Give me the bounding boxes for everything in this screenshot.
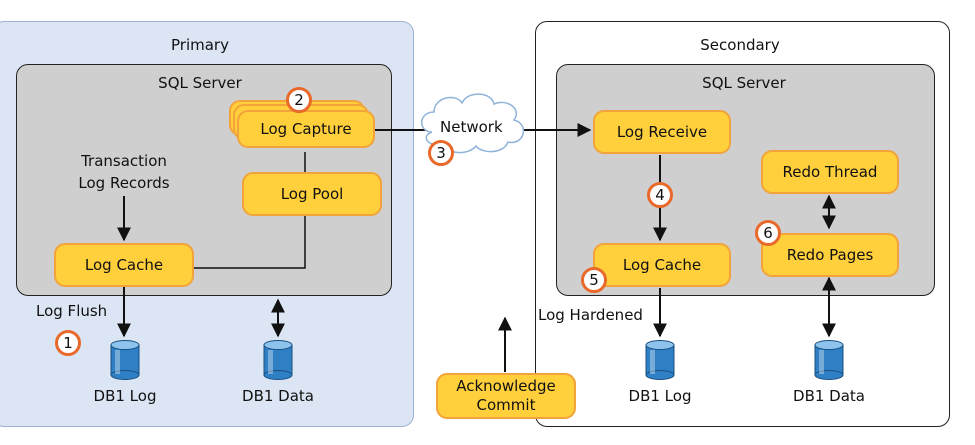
redo-thread-box: Redo Thread <box>761 150 899 194</box>
log-receive-box: Log Receive <box>593 110 731 154</box>
log-capture-box: Log Capture <box>237 110 375 148</box>
secondary-sql-title: SQL Server <box>702 74 786 92</box>
log-pool-box: Log Pool <box>242 172 382 216</box>
secondary-log-cache-box: Log Cache <box>593 243 731 287</box>
primary-db-data-label: DB1 Data <box>242 387 314 405</box>
secondary-db-data-label: DB1 Data <box>793 387 865 405</box>
log-flush-label: Log Flush <box>36 302 108 320</box>
redo-pages-box: Redo Pages <box>761 233 899 277</box>
log-hardened-label: Log Hardened <box>538 306 643 324</box>
acknowledge-commit-box: Acknowledge Commit <box>436 373 576 419</box>
network-label: Network <box>440 118 503 136</box>
transaction-log-records-label: Transaction Log Records <box>78 152 170 192</box>
step-badge-2: 2 <box>286 87 312 113</box>
step-badge-1: 1 <box>55 330 81 356</box>
database-cylinder-icon <box>814 340 844 380</box>
step-badge-4: 4 <box>647 182 673 208</box>
step-badge-3: 3 <box>428 140 454 166</box>
step-badge-5: 5 <box>581 267 607 293</box>
database-cylinder-icon <box>263 340 293 380</box>
secondary-title: Secondary <box>700 36 780 54</box>
primary-title: Primary <box>171 36 229 54</box>
line-logcache-to-logpool <box>194 215 306 269</box>
step-badge-6: 6 <box>755 220 781 246</box>
secondary-db-log-label: DB1 Log <box>628 387 692 405</box>
database-cylinder-icon <box>110 340 140 380</box>
primary-sql-title: SQL Server <box>158 74 242 92</box>
database-cylinder-icon <box>645 340 675 380</box>
primary-db-log-label: DB1 Log <box>93 387 157 405</box>
primary-log-cache-box: Log Cache <box>54 243 194 287</box>
